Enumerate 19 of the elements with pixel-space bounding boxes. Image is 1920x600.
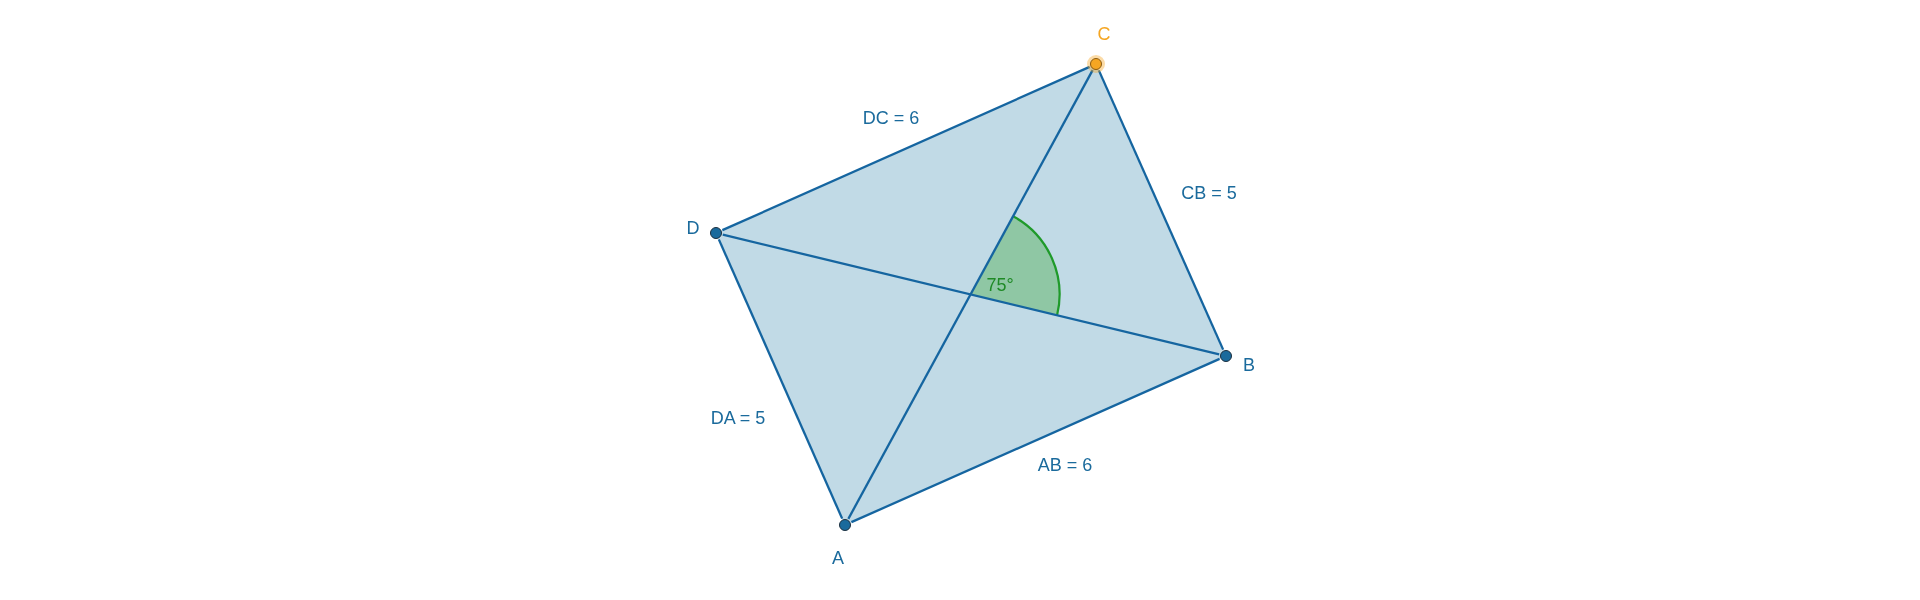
edge-label: DA = 5 <box>710 407 766 429</box>
line-segment <box>717 238 844 520</box>
line-segment <box>850 357 1221 524</box>
vertex-point <box>1090 58 1102 70</box>
vertex-point <box>839 519 851 531</box>
angle-label: 75° <box>986 274 1014 296</box>
line-segment <box>721 65 1091 232</box>
vertex-point <box>1220 350 1232 362</box>
vertex-point <box>710 227 722 239</box>
line-segment <box>847 69 1094 520</box>
point-label: B <box>1243 354 1255 376</box>
line-segment <box>1097 69 1225 351</box>
edge-label: DC = 6 <box>862 107 920 129</box>
point-label: C <box>1097 23 1111 45</box>
point-label: D <box>686 217 700 239</box>
line-segment <box>722 233 1220 356</box>
edge-label: CB = 5 <box>1181 182 1237 204</box>
point-label: A <box>832 547 844 569</box>
edge-label: AB = 6 <box>1037 454 1093 476</box>
